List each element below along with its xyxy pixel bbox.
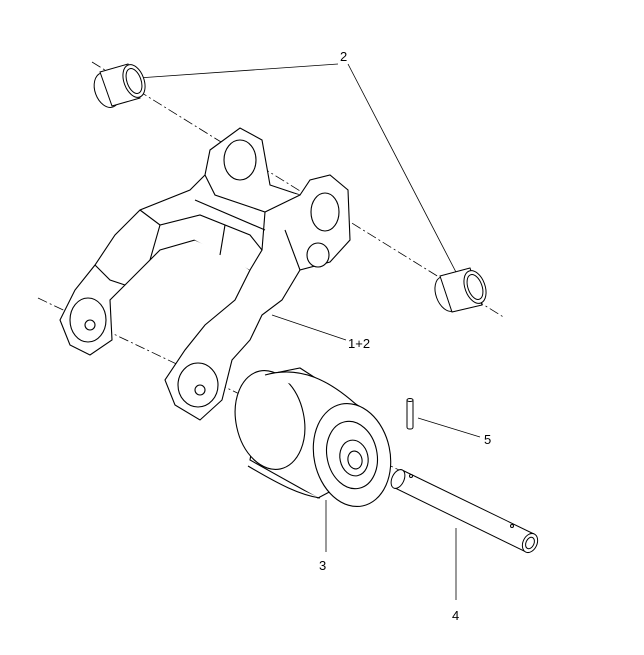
roller (234, 367, 392, 508)
swing-arm (59, 127, 351, 421)
callout-1-2: 1+2 (348, 336, 371, 351)
center-lines (37, 61, 506, 481)
leader-lines (137, 63, 481, 600)
bushing-right (434, 267, 487, 313)
bushing-top (93, 63, 146, 108)
roll-pin (406, 398, 414, 430)
callout-2: 2 (340, 49, 348, 64)
callout-5: 5 (484, 432, 492, 447)
axle-pin (390, 469, 539, 554)
callout-4: 4 (452, 608, 460, 623)
callout-3: 3 (319, 558, 327, 573)
